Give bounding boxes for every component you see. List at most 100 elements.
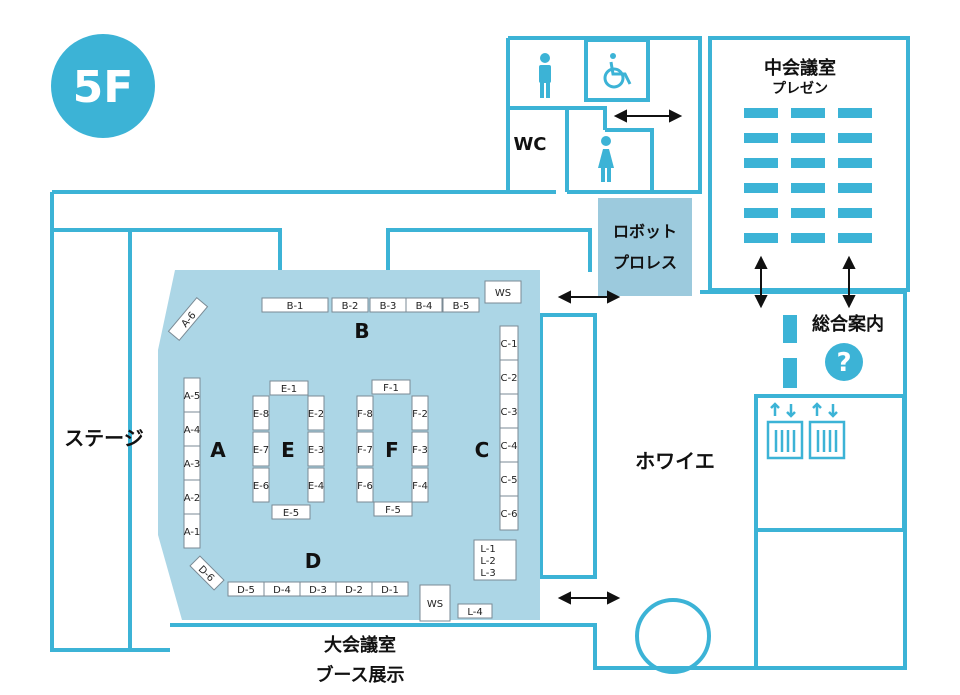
wheelchair-icon [603,53,632,89]
booth-label: F-3 [412,445,428,456]
booth-e: E-8 [252,395,270,431]
booth-label: B-5 [453,301,470,312]
booth-label: A-3 [184,459,201,470]
booth-label: D-3 [309,585,327,596]
booth-label: C-2 [501,373,518,384]
desk [791,158,825,168]
desk [838,158,872,168]
desk [744,233,778,243]
desk [791,133,825,143]
booth-label: D-4 [273,585,291,596]
double-arrow-icon [557,109,856,605]
naka-room-title: 中会議室 [764,57,836,79]
robot-wrestling-area [598,198,692,296]
wc-label: WC [513,134,546,155]
booth-label: F-4 [412,481,428,492]
booth-label: A-4 [184,425,201,436]
booth-b: B-5 [442,297,480,313]
female-toilet-icon [598,136,614,182]
booth-area [158,270,540,620]
booth-f: F-7 [356,431,374,467]
zone-label: E [281,438,295,462]
booth-label: B-3 [380,301,397,312]
desk [744,183,778,193]
svg-text:?: ? [836,348,851,378]
booth-label: E-2 [308,409,324,420]
desk [791,208,825,218]
booth-a: A-5 [183,377,201,413]
booth-label: WS [427,599,443,610]
booth-label: C-5 [501,475,518,486]
booth-f: F-4 [411,467,429,503]
desk [744,208,778,218]
foyer-pillar [635,598,711,674]
desk [791,183,825,193]
booth-e: E-5 [271,504,311,520]
desk [838,133,872,143]
booth-a: A-1 [183,513,201,549]
booth-label: WS [495,288,511,299]
booth-f: F-2 [411,395,429,431]
elevator-icon [766,402,846,460]
booth-c: C-5 [499,461,519,497]
booth-c: C-4 [499,427,519,463]
booth-c: C-1 [499,325,519,361]
booth-b: B-3 [369,297,407,313]
booth-label: F-1 [383,383,399,394]
booth-label: A-1 [184,527,201,538]
booth-label: E-8 [253,409,269,420]
info-question-icon: ? [825,343,863,381]
booth-c: C-2 [499,359,519,395]
booth-label: B-4 [416,301,433,312]
booth-label: E-6 [253,481,269,492]
desk [838,108,872,118]
robot-label-1: ロボット [613,222,677,241]
booth-label: L-4 [467,607,482,618]
booth-label: C-3 [501,407,518,418]
booth-a: A-2 [183,479,201,515]
stage-label: ステージ [64,426,144,450]
booth-label: B-2 [342,301,359,312]
info-counter [783,358,797,388]
booth-e: E-7 [252,431,270,467]
booth-label: C-1 [501,339,518,350]
desk-grid [744,108,872,243]
booth-f: F-3 [411,431,429,467]
booth-e: E-2 [307,395,325,431]
booth-label: D-1 [381,585,399,596]
zone-label: C [475,438,490,462]
booth-label: F-2 [412,409,428,420]
dai-room-sub: ブース展示 [315,664,404,686]
dai-room-title: 大会議室 [324,634,396,656]
booth-f: F-5 [373,501,413,517]
desk [838,233,872,243]
desk [744,133,778,143]
booth-label: C-4 [501,441,518,452]
booth-d: D-2 [335,581,373,597]
booth-label: A-5 [184,391,201,402]
booth-label: E-3 [308,445,324,456]
booth-label: D-2 [345,585,363,596]
info-label: 総合案内 [812,313,884,335]
floor-badge: 5F [51,34,155,138]
booth-d: D-3 [299,581,337,597]
desk [838,183,872,193]
booth-label: F-8 [357,409,373,420]
robot-label-2: プロレス [613,253,677,272]
zone-label: D [305,549,322,573]
booth-b: B-4 [405,297,443,313]
booth-a: A-3 [183,445,201,481]
booth-f: F-8 [356,395,374,431]
booth-label: D-5 [237,585,255,596]
zone-label: F [385,438,399,462]
desk [744,108,778,118]
booth-label: E-7 [253,445,269,456]
booth-d: D-1 [371,581,409,597]
booth-f: F-6 [356,467,374,503]
booth-label: C-6 [501,509,518,520]
booth-ws: WS [484,280,522,304]
booth-label: F-5 [385,505,401,516]
booth-c: C-3 [499,393,519,429]
booth-l: L-4 [457,603,493,619]
booth-c: C-6 [499,495,519,531]
